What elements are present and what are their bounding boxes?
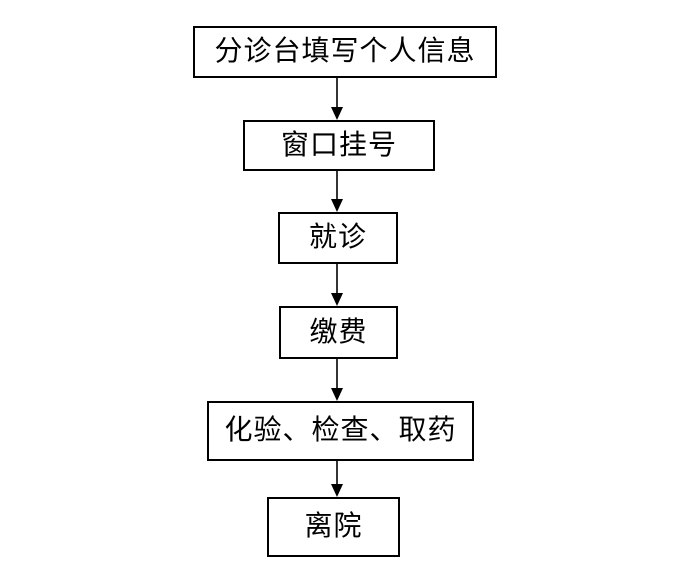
step-label: 分诊台填写个人信息 — [214, 36, 476, 67]
flow-arrow-4 — [331, 359, 343, 401]
step-label: 就诊 — [308, 222, 367, 253]
step-box-consultation: 就诊 — [278, 212, 398, 264]
step-box-discharge: 离院 — [267, 497, 400, 557]
flow-arrow-3 — [331, 264, 343, 306]
step-label: 窗口挂号 — [280, 129, 397, 161]
step-label: 缴费 — [309, 316, 368, 348]
step-label: 离院 — [304, 511, 363, 542]
step-box-triage-info: 分诊台填写个人信息 — [193, 26, 497, 78]
flow-arrow-1 — [331, 78, 343, 120]
step-label: 化验、检查、取药 — [224, 415, 457, 446]
step-box-tests-exams-medicine: 化验、检查、取药 — [207, 401, 474, 461]
flow-arrow-5 — [331, 461, 343, 497]
step-box-window-registration: 窗口挂号 — [243, 120, 435, 171]
step-box-payment: 缴费 — [279, 306, 398, 359]
flow-arrow-2 — [331, 171, 343, 212]
